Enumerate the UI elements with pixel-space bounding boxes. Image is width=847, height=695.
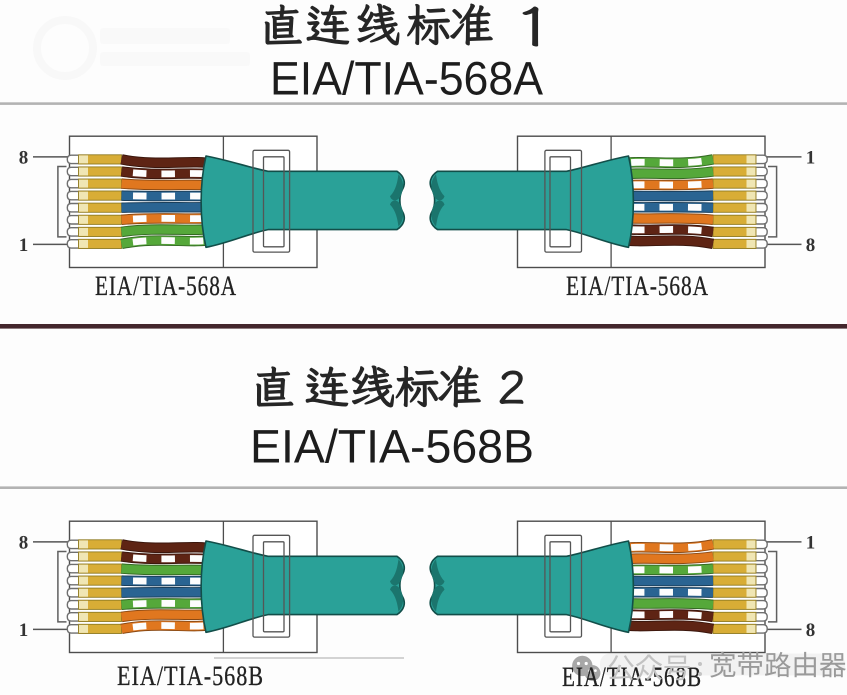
svg-text:1: 1 bbox=[806, 533, 816, 554]
svg-text:8: 8 bbox=[806, 235, 816, 256]
svg-text:EIA/TIA-568B: EIA/TIA-568B bbox=[117, 661, 264, 692]
svg-text:8: 8 bbox=[806, 620, 816, 641]
svg-text:EIA/TIA-568A: EIA/TIA-568A bbox=[270, 52, 544, 105]
svg-text:1: 1 bbox=[806, 148, 816, 169]
svg-text:1: 1 bbox=[19, 235, 29, 256]
svg-text:EIA/TIA-568A: EIA/TIA-568A bbox=[566, 271, 709, 302]
svg-text:EIA/TIA-568A: EIA/TIA-568A bbox=[95, 271, 237, 302]
svg-text:EIA/TIA-568B: EIA/TIA-568B bbox=[250, 420, 534, 473]
svg-text:8: 8 bbox=[19, 533, 29, 554]
svg-text:1: 1 bbox=[19, 620, 29, 641]
svg-text:8: 8 bbox=[19, 148, 29, 169]
